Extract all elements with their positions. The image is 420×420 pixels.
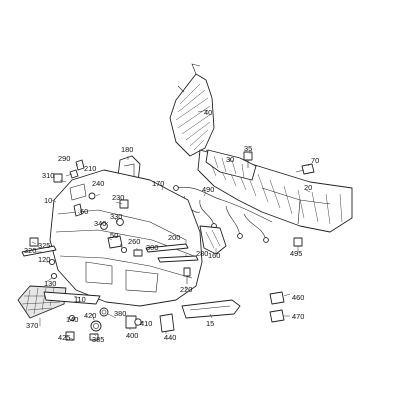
part-50-bracket[interactable]	[107, 235, 123, 249]
label-280: 280	[196, 249, 208, 258]
label-410: 410	[140, 319, 152, 328]
part-200-strip[interactable]	[145, 243, 189, 253]
label-15: 15	[206, 319, 214, 328]
part-290-clip[interactable]	[75, 159, 85, 171]
label-260: 260	[128, 237, 140, 246]
part-30-bracket[interactable]	[205, 149, 257, 181]
part-110-spoiler[interactable]	[43, 291, 101, 305]
part-15-trim[interactable]	[181, 299, 241, 319]
label-300: 300	[146, 243, 158, 252]
label-385: 385	[92, 335, 104, 344]
label-35: 35	[244, 144, 252, 153]
label-170: 170	[152, 179, 164, 188]
part-370-lower-grille[interactable]	[17, 285, 67, 319]
label-470: 470	[292, 312, 304, 321]
label-240: 240	[92, 179, 104, 188]
part-325-clip[interactable]	[29, 237, 39, 247]
part-230-clip[interactable]	[119, 199, 129, 209]
label-180: 180	[121, 145, 133, 154]
label-460: 460	[292, 293, 304, 302]
label-20: 20	[304, 183, 312, 192]
part-310-clip[interactable]	[53, 173, 63, 183]
part-240-nut[interactable]	[88, 192, 96, 200]
part-440-bracket[interactable]	[159, 313, 175, 333]
part-130-clip[interactable]	[50, 272, 58, 280]
label-325: 325	[38, 241, 50, 250]
leader-lines	[31, 109, 311, 341]
label-160: 160	[208, 251, 220, 260]
label-425: 425	[58, 333, 70, 342]
part-220-screw[interactable]	[183, 267, 191, 284]
part-420-ring[interactable]	[90, 320, 102, 332]
label-310: 310	[42, 171, 54, 180]
label-490: 490	[202, 185, 214, 194]
part-160-bracket[interactable]	[199, 225, 227, 255]
part-40-upper-carrier[interactable]	[169, 63, 223, 161]
label-495: 495	[290, 249, 302, 258]
label-140: 140	[66, 315, 78, 324]
part-320-trim[interactable]	[21, 245, 57, 257]
part-10-bumper-cover[interactable]	[49, 169, 203, 307]
part-70-screw[interactable]	[295, 163, 315, 175]
label-230: 230	[112, 193, 124, 202]
label-40: 40	[204, 108, 212, 117]
label-30: 30	[226, 155, 234, 164]
part-380-sensor[interactable]	[99, 307, 109, 317]
part-300-clip[interactable]	[133, 249, 143, 257]
label-210: 210	[84, 164, 96, 173]
label-370: 370	[26, 321, 38, 330]
label-60: 60	[80, 207, 88, 216]
label-400: 400	[126, 331, 138, 340]
label-120: 120	[38, 255, 50, 264]
part-495-screw[interactable]	[293, 237, 303, 247]
part-460-clip[interactable]	[269, 291, 285, 305]
part-60-clip[interactable]	[73, 203, 83, 217]
part-280-strip[interactable]	[157, 255, 199, 263]
label-330: 330	[110, 212, 122, 221]
part-400-holder[interactable]	[125, 315, 137, 329]
part-330-sensor[interactable]	[116, 218, 124, 226]
label-200: 200	[168, 233, 180, 242]
part-210-clip[interactable]	[69, 169, 79, 179]
label-290: 290	[58, 154, 70, 163]
part-385-clip[interactable]	[89, 333, 99, 341]
part-470-clip[interactable]	[269, 309, 285, 323]
label-130: 130	[44, 279, 56, 288]
label-420: 420	[84, 311, 96, 320]
label-70: 70	[311, 156, 319, 165]
label-220: 220	[180, 285, 192, 294]
label-50: 50	[110, 231, 118, 240]
label-320: 320	[24, 246, 36, 255]
part-260-clip[interactable]	[120, 246, 128, 254]
label-380: 380	[114, 309, 126, 318]
label-10: 10	[44, 196, 52, 205]
label-110: 110	[74, 295, 86, 304]
label-340: 340	[94, 219, 106, 228]
label-440: 440	[164, 333, 176, 342]
